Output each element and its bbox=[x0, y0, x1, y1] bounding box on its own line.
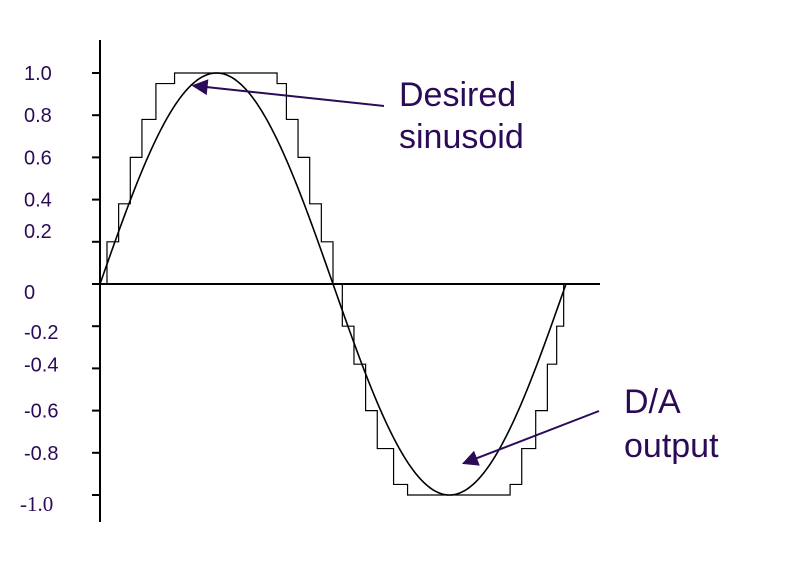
y-tick-label: 0.4 bbox=[24, 190, 52, 212]
y-tick-label: 0.8 bbox=[24, 105, 52, 127]
y-tick-label: 0.6 bbox=[24, 147, 52, 169]
desired-sinusoid-arrow bbox=[191, 79, 385, 107]
desired-sinusoid-label-line: sinusoid bbox=[399, 118, 524, 156]
y-tick-label: 0 bbox=[24, 282, 35, 304]
y-tick-label: -0.8 bbox=[24, 443, 58, 465]
y-tick-label: -0.2 bbox=[24, 322, 58, 344]
y-tick-label: -0.4 bbox=[24, 354, 58, 376]
da-output-staircase-line bbox=[100, 72, 566, 496]
y-tick-label: -0.6 bbox=[24, 401, 58, 423]
da-output-label-line: D/A bbox=[624, 383, 681, 421]
y-tick-label: -1.0 bbox=[20, 492, 53, 516]
y-tick-label: 0.2 bbox=[24, 221, 52, 243]
da-output-arrow bbox=[461, 410, 600, 466]
plot-series bbox=[99, 72, 567, 496]
da-output-label-line: output bbox=[624, 427, 719, 465]
axes bbox=[92, 40, 600, 522]
y-tick-label: 1.0 bbox=[24, 63, 52, 85]
y-ticks: 1.0 0.8 0.6 0.4 0.2 0 -0.2 -0.4 -0.6 -0.8 -1.0 bbox=[20, 63, 100, 516]
desired-sinusoid-label-line: Desired bbox=[399, 76, 516, 114]
